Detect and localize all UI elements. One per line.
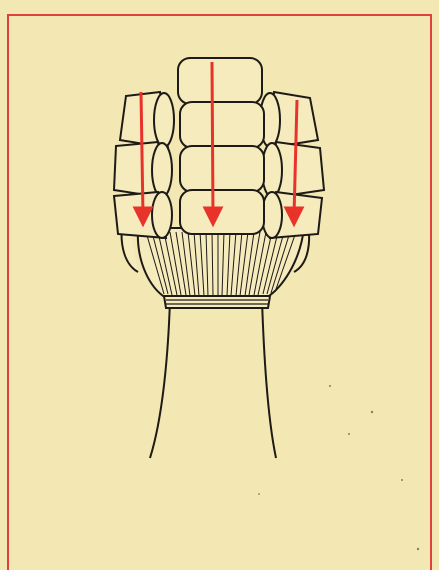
roller [180,102,264,148]
roller [178,58,262,104]
neck-outline [150,300,170,458]
roller [180,146,264,192]
nape-band [164,296,270,308]
paper-specks [258,385,419,550]
roller [180,190,264,234]
